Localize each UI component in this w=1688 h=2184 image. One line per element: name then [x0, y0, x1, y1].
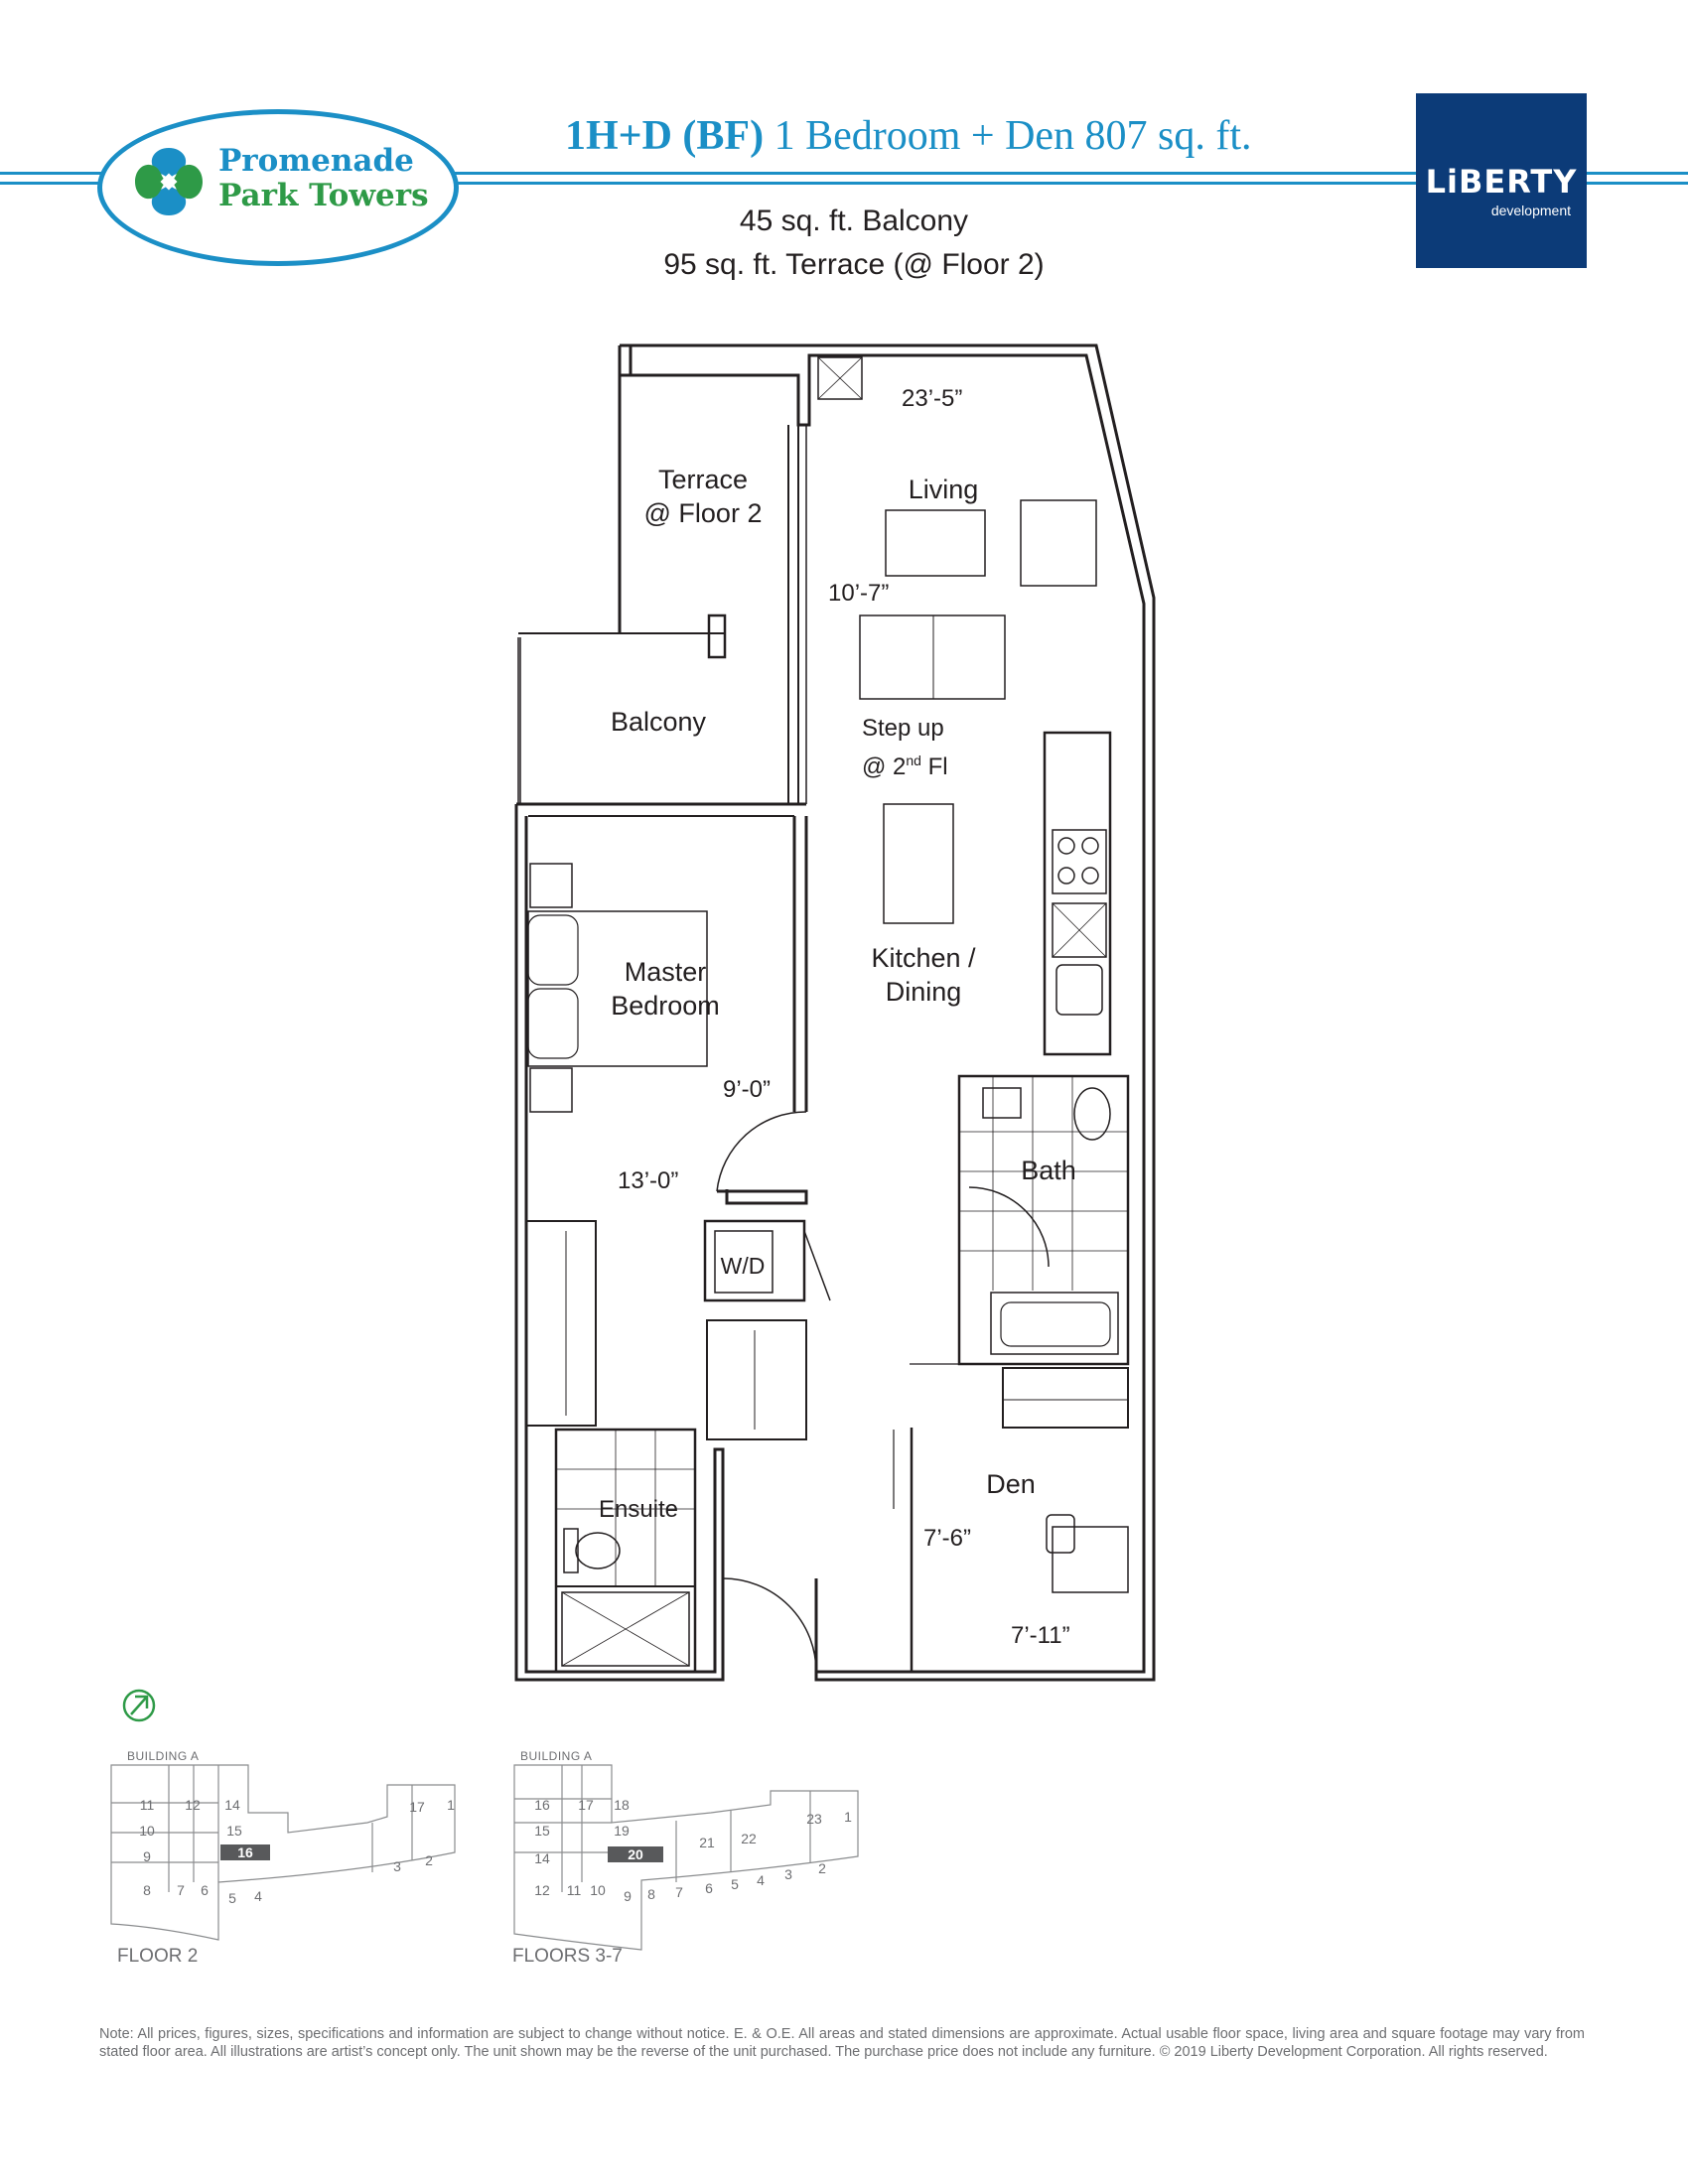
header-rule-bottom	[0, 182, 1688, 185]
unit-10: 10	[139, 1823, 155, 1839]
developer-subtitle: development	[1490, 203, 1571, 218]
unit-21: 21	[699, 1835, 715, 1850]
unit-4: 4	[757, 1872, 765, 1888]
unit-15: 15	[226, 1823, 242, 1839]
unit-3: 3	[393, 1858, 401, 1874]
room-label-balcony: Balcony	[610, 707, 707, 737]
room-label-terrace: Terrace @ Floor 2	[643, 465, 763, 528]
unit-8: 8	[647, 1886, 655, 1902]
unit-14: 14	[534, 1850, 550, 1866]
unit-6: 6	[705, 1880, 713, 1896]
unit-5: 5	[731, 1876, 739, 1892]
dim-den-depth: 7’-6”	[923, 1525, 972, 1552]
room-label-den: Den	[986, 1469, 1036, 1499]
step-up-line2: @ 2nd Fl	[862, 752, 948, 780]
keyplan-floors37	[513, 1764, 859, 1951]
unit-22: 22	[741, 1831, 757, 1846]
unit-7: 7	[675, 1884, 683, 1900]
dim-bedroom-width: 9’-0”	[723, 1076, 772, 1103]
unit-19: 19	[614, 1823, 630, 1839]
unit-3: 3	[784, 1866, 792, 1882]
dim-living-depth: 10’-7”	[828, 580, 890, 607]
unit-1: 1	[844, 1809, 852, 1825]
room-label-living: Living	[908, 475, 979, 504]
room-label-kitchen-dining: Kitchen / Dining	[871, 943, 976, 1007]
unit-description: 1 Bedroom + Den 807 sq. ft.	[774, 113, 1252, 159]
unit-2: 2	[425, 1852, 433, 1868]
dim-bedroom-depth: 13’-0”	[618, 1167, 679, 1194]
room-label-ensuite: Ensuite	[598, 1496, 679, 1523]
unit-6: 6	[201, 1882, 209, 1898]
unit-12: 12	[185, 1797, 201, 1813]
keyplan-floor2-building: BUILDING A	[127, 1749, 200, 1763]
unit-2: 2	[818, 1860, 826, 1876]
unit-14: 14	[224, 1797, 240, 1813]
header-rule-top	[0, 172, 1688, 175]
unit-5: 5	[228, 1890, 236, 1906]
brand-name-line1: Promenade	[218, 143, 414, 179]
developer-name: LiBERTY	[1425, 163, 1578, 201]
keyplan-floor2	[110, 1764, 456, 1941]
north-arrow-icon	[122, 1689, 156, 1722]
terrace-edge	[618, 345, 798, 377]
unit-10: 10	[590, 1882, 606, 1898]
unit-17: 17	[409, 1799, 425, 1815]
balcony-area: 45 sq. ft. Balcony	[739, 205, 969, 237]
room-label-master-bedroom: Master Bedroom	[611, 957, 720, 1021]
room-label-bath: Bath	[1021, 1156, 1076, 1185]
dim-living-width: 23’-5”	[902, 385, 963, 412]
legal-note: Note: All prices, figures, sizes, specif…	[99, 2026, 1585, 2060]
unit-4: 4	[254, 1888, 262, 1904]
unit-16-highlighted: 16	[220, 1844, 270, 1860]
unit-8: 8	[143, 1882, 151, 1898]
unit-code: 1H+D (BF)	[565, 113, 765, 159]
unit-11: 11	[566, 1882, 582, 1898]
brand-name-line2: Park Towers	[218, 178, 429, 213]
keyplan-floors37-label: FLOORS 3-7	[512, 1946, 623, 1967]
unit-15: 15	[534, 1823, 550, 1839]
unit-20-highlighted: 20	[608, 1846, 663, 1862]
unit-12: 12	[534, 1882, 550, 1898]
step-up-line1: Step up	[862, 715, 944, 742]
unit-1: 1	[447, 1797, 455, 1813]
keyplan-floor2-label: FLOOR 2	[117, 1946, 199, 1967]
brand-emblem-icon	[135, 148, 203, 215]
unit-7: 7	[177, 1882, 185, 1898]
developer-logo: LiBERTY development	[1416, 93, 1587, 268]
unit-9: 9	[624, 1888, 632, 1904]
keyplan-floors37-building: BUILDING A	[520, 1749, 593, 1763]
exterior-wall	[620, 343, 1156, 1682]
unit-23: 23	[806, 1811, 822, 1827]
unit-11: 11	[139, 1797, 155, 1813]
room-label-step-up: Step up @ 2nd Fl	[862, 713, 948, 783]
unit-18: 18	[614, 1797, 630, 1813]
dim-den-width: 7’-11”	[1011, 1622, 1070, 1649]
room-label-wd: W/D	[720, 1253, 766, 1279]
unit-9: 9	[143, 1848, 151, 1864]
terrace-area: 95 sq. ft. Terrace (@ Floor 2)	[663, 248, 1045, 281]
unit-17: 17	[578, 1797, 594, 1813]
unit-title: 1H+D (BF) 1 Bedroom + Den 807 sq. ft.	[551, 112, 1266, 160]
unit-16: 16	[534, 1797, 550, 1813]
